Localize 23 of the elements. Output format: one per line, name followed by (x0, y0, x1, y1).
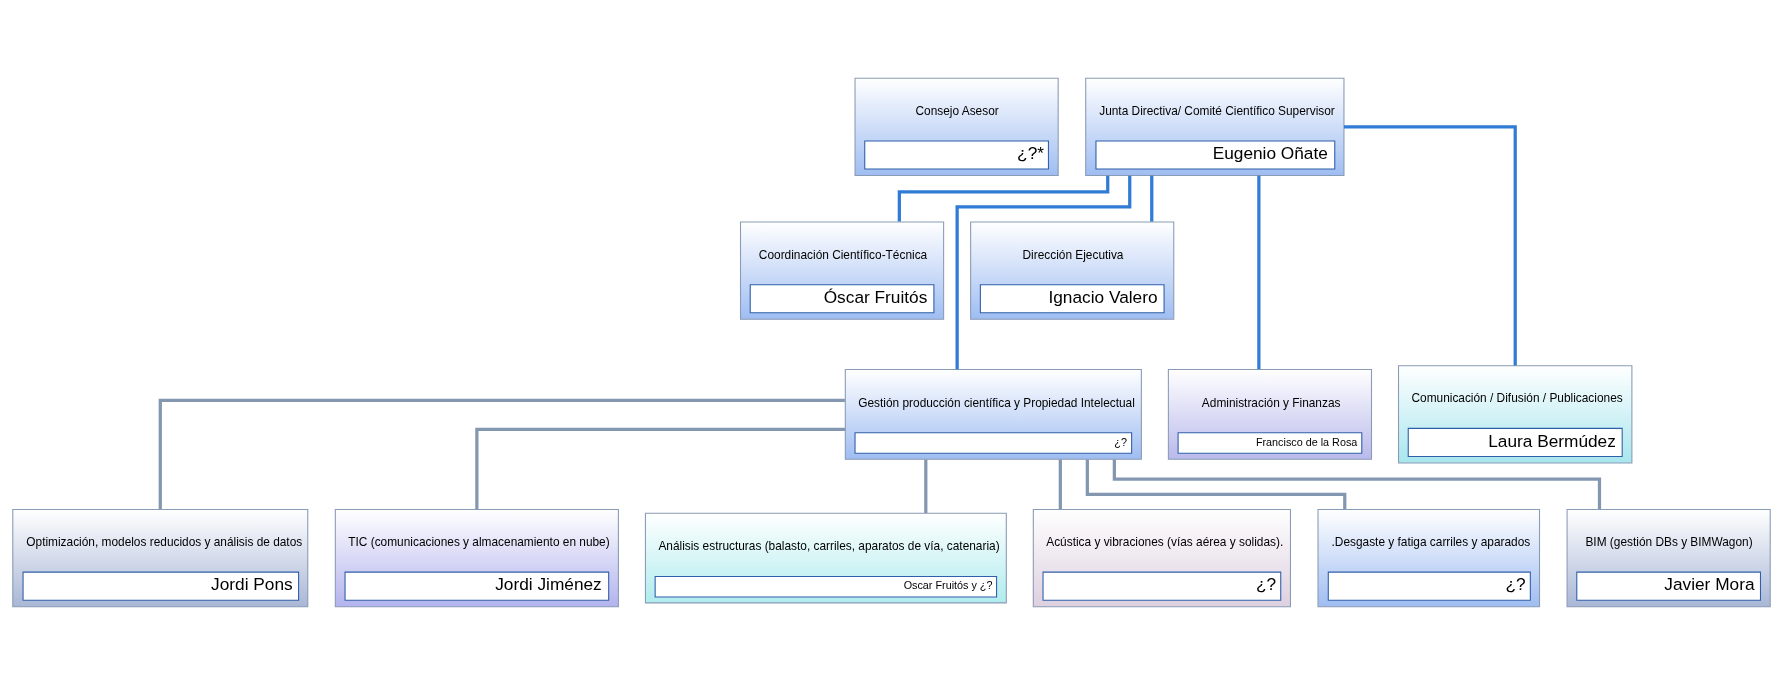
node-box: Coordinación Científico-Técnica Óscar Fruitós (739, 221, 945, 320)
node-box: Administración y Finanzas Francisco de la Rosa (1167, 368, 1373, 460)
connector (955, 175, 1132, 370)
connector (924, 459, 928, 514)
node-box: Acústica y vibraciones (vías aérea y solidas). ¿? (1032, 508, 1291, 608)
connector (1085, 459, 1347, 510)
connector (897, 175, 1110, 222)
node-box: Comunicación / Difusión / Publicaciones Laura Bermúdez (1398, 365, 1633, 464)
node-box: Consejo Asesor ¿?* (854, 77, 1059, 177)
node-box: Análisis estructuras (balasto, carriles, aparatos de vía, catenaria) Oscar Fruitós y ¿? (644, 512, 1007, 604)
node-box: .Desgaste y fatiga carriles y aparados ¿? (1317, 508, 1541, 608)
connector (1150, 175, 1154, 222)
node-box: Dirección Ejecutiva Ignacio Valero (970, 221, 1175, 320)
connector (1343, 125, 1517, 366)
node-box: TIC (comunicaciones y almacenamiento en nube) Jordi Jiménez (334, 508, 619, 608)
node-box: Junta Directiva/ Comité Científico Supervisor Eugenio Oñate (1085, 77, 1345, 177)
node-box: BIM (gestión DBs y BIMWagon) Javier Mora (1566, 508, 1771, 608)
node-box: Optimización, modelos reducidos y análisis de datos Jordi Pons (12, 508, 309, 608)
connector (1058, 459, 1062, 510)
connector (158, 398, 845, 509)
node-box: Gestión producción científica y Propiedad Intelectual ¿? (844, 368, 1142, 460)
connector (1257, 175, 1261, 370)
connector (475, 427, 845, 510)
